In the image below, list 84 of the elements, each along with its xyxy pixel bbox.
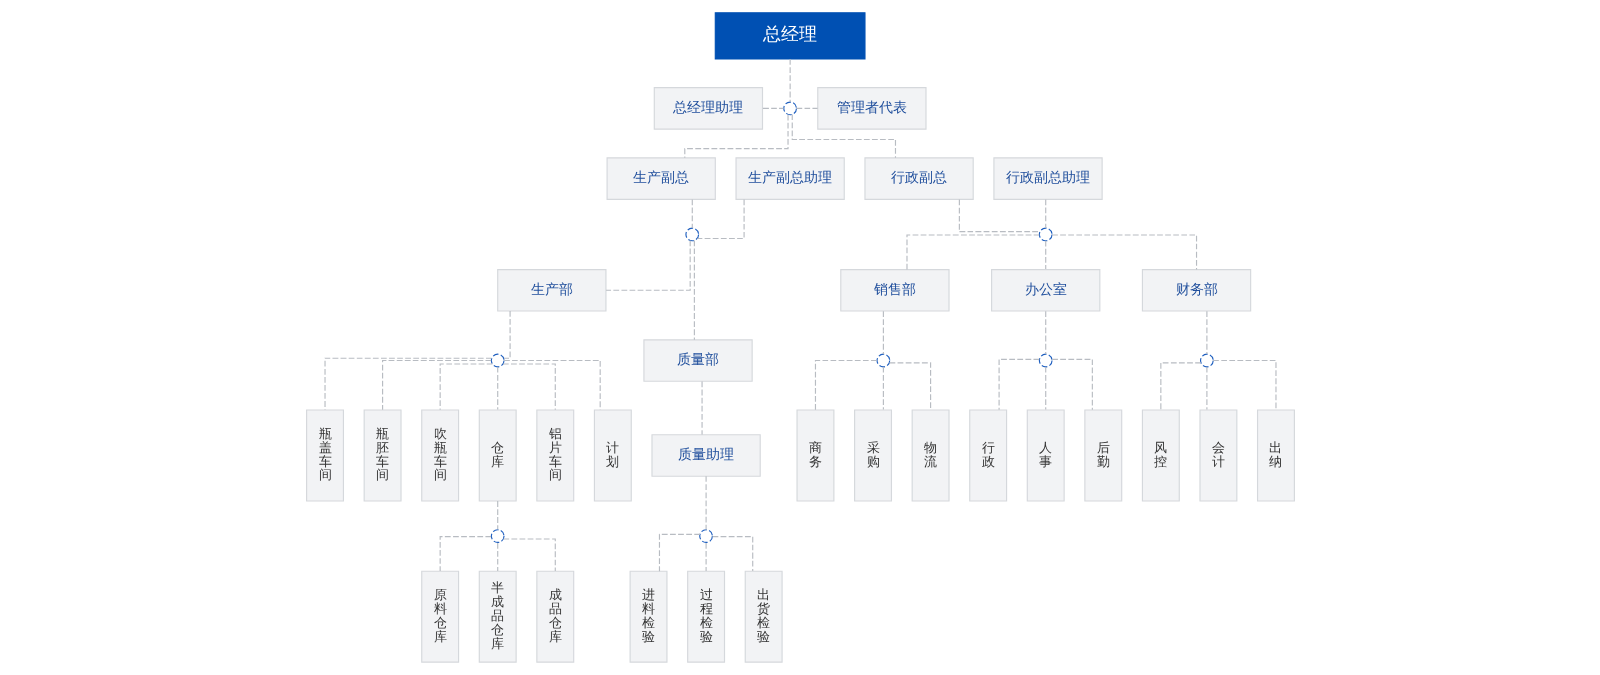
connector [998, 358, 1040, 411]
node-box: 办公室 [990, 269, 1100, 312]
node-circle [698, 529, 713, 543]
connector [691, 198, 693, 229]
connector [1205, 310, 1207, 355]
node-box: 仓库 [478, 409, 517, 502]
node-box: 铝片车间 [535, 409, 574, 502]
node-box: 行政副总 [863, 157, 974, 200]
node-box: 计划 [593, 409, 632, 502]
node-box: 生产副总 [606, 157, 716, 200]
connector [503, 359, 601, 411]
node-box: 财务部 [1141, 269, 1251, 312]
node-circle [782, 101, 797, 116]
node-box: 会计 [1198, 409, 1237, 502]
connector [1044, 240, 1046, 270]
connector [795, 107, 818, 109]
node-box: 半成品仓库 [478, 570, 517, 663]
connector [705, 475, 707, 531]
connector [1044, 310, 1046, 355]
connector [683, 114, 789, 159]
node-box: 生产部 [496, 269, 606, 312]
node-box: 行政 [968, 409, 1007, 502]
connector [761, 107, 784, 109]
connector [789, 58, 791, 103]
connector [905, 234, 1040, 270]
node-box: 后勤 [1083, 409, 1122, 502]
node-box: 进料检验 [629, 570, 668, 663]
connector [496, 366, 498, 411]
node-box: 出纳 [1256, 409, 1295, 502]
node-box: 吹瓶车间 [420, 409, 459, 502]
connector [693, 239, 695, 341]
node-box: 管理者代表 [816, 87, 927, 130]
node-circle [1038, 227, 1053, 242]
node-box: 风控 [1141, 409, 1180, 502]
connector [814, 359, 877, 411]
connector [439, 363, 493, 411]
connector [1044, 198, 1046, 229]
node-box: 瓶盖车间 [305, 409, 344, 502]
node-box: 生产副总助理 [734, 157, 845, 200]
connector [711, 536, 753, 572]
node-box: 商务 [795, 409, 834, 502]
connector [1212, 359, 1277, 411]
node-box: 采购 [853, 409, 892, 502]
node-box: 物流 [911, 409, 950, 502]
node-box: 过程检验 [686, 570, 725, 663]
node-circle [684, 227, 699, 242]
connector [882, 310, 884, 355]
connector [381, 359, 492, 411]
node-circle [1199, 353, 1214, 368]
connector [502, 310, 511, 359]
connector [501, 363, 556, 411]
connector [496, 500, 498, 530]
connector [888, 362, 931, 411]
connector [1205, 366, 1207, 411]
node-box: 成品仓库 [535, 570, 574, 663]
connector [701, 381, 703, 436]
node-box: 人事 [1026, 409, 1065, 502]
node-box: 销售部 [839, 269, 950, 312]
node-circle [876, 353, 890, 368]
connector [502, 538, 556, 572]
connector [882, 366, 884, 411]
node-box: 原料仓库 [420, 570, 459, 663]
node-box: 行政副总助理 [992, 157, 1103, 200]
node-box: 瓶胚车间 [363, 409, 402, 502]
node-box: 总经理助理 [653, 87, 763, 130]
node-circle [490, 529, 505, 543]
connector [1159, 362, 1201, 411]
connector [1051, 234, 1197, 270]
node-box: 质量部 [642, 339, 753, 382]
connector [696, 199, 745, 240]
connector [958, 198, 1041, 233]
node-box: 出货检验 [744, 570, 783, 663]
connector [323, 357, 492, 411]
connector [439, 536, 492, 572]
connector [705, 542, 707, 572]
connector [1044, 366, 1046, 411]
connector [496, 542, 498, 572]
node-box: 质量助理 [650, 434, 761, 477]
connector [658, 533, 701, 572]
connector [605, 239, 691, 291]
node-box: 总经理 [714, 12, 866, 60]
node-circle [490, 353, 505, 368]
connector [1051, 358, 1093, 411]
node-circle [1038, 353, 1053, 368]
